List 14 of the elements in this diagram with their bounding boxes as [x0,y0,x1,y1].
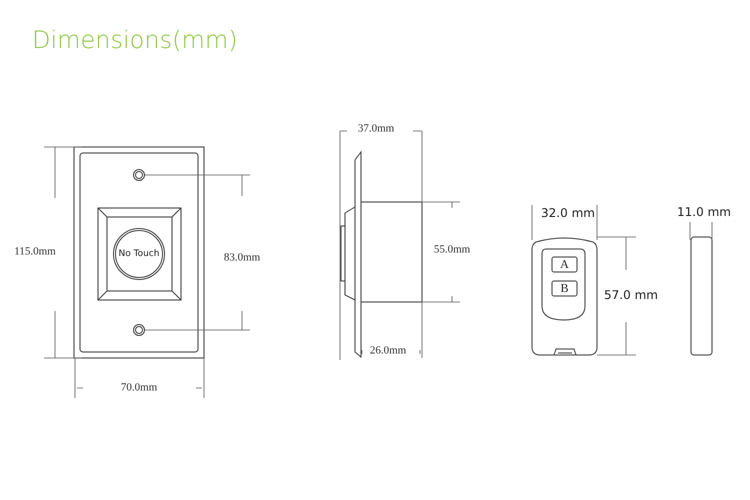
key-label: B [560,281,568,296]
dimension-label: 70.0mm [120,382,158,394]
dimension-label: 11.0 mm [676,206,732,218]
dimension-label: 115.0mm [13,246,57,258]
title: Dimensions(mm) [32,26,238,54]
button-label: No Touch [118,249,160,259]
dimension-label: 37.0mm [356,124,396,134]
dimension-label: 32.0 mm [540,207,596,219]
dimension-label: 83.0mm [222,252,262,264]
dimension-label: 57.0 mm [603,289,659,301]
touch-button [113,228,165,280]
key-label: A [560,257,569,272]
dimension-label: 26.0mm [368,346,408,356]
dimension-label: 55.0mm [432,244,472,256]
